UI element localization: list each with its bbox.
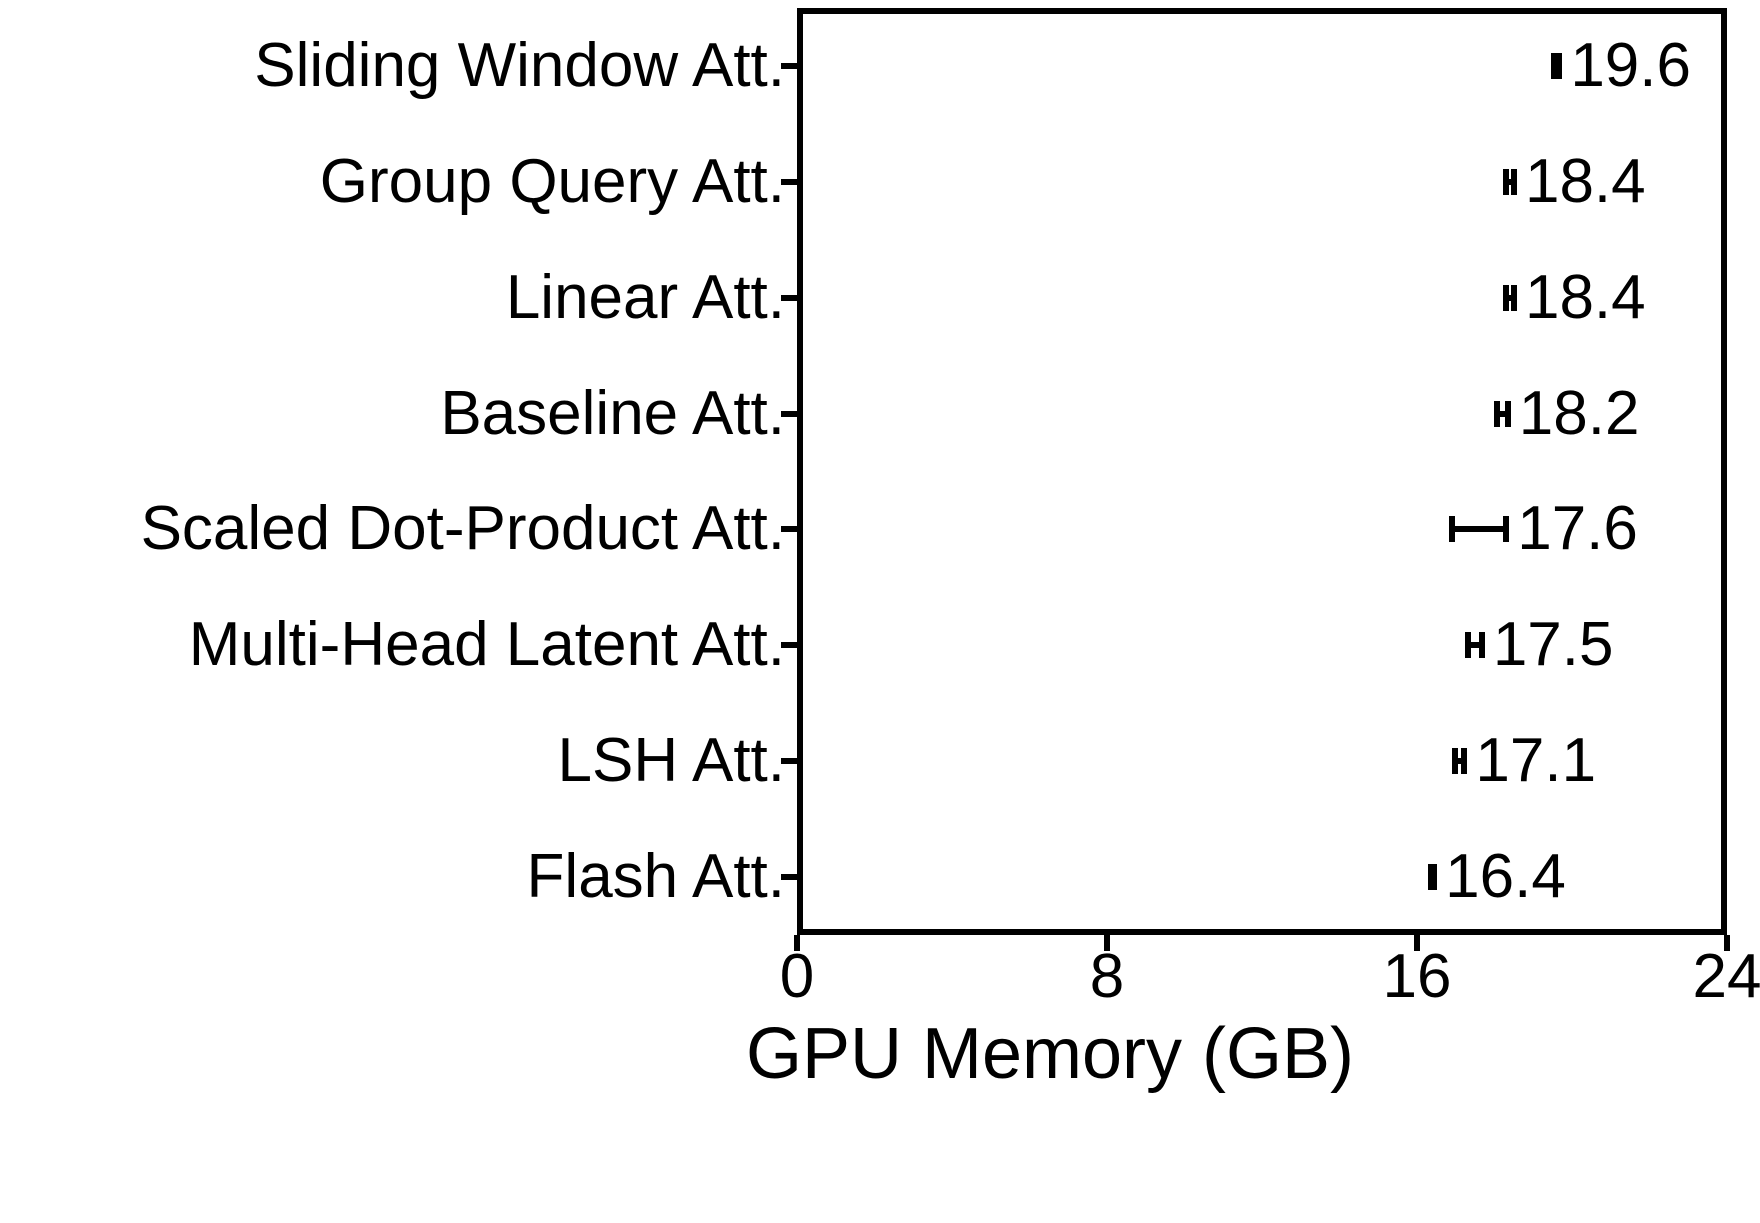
x-tick-label-3: 16 bbox=[1382, 942, 1452, 1011]
plot-area bbox=[797, 8, 1727, 935]
bar-6 bbox=[797, 608, 1475, 683]
bar-2 bbox=[797, 144, 1510, 219]
error-bar-cap-left bbox=[1503, 284, 1510, 311]
error-bar-cap-left bbox=[1465, 632, 1472, 659]
x-tick-mark-4 bbox=[1724, 935, 1730, 951]
error-bar-line bbox=[1465, 642, 1485, 649]
y-tick-mark-1 bbox=[781, 62, 797, 69]
y-tick-mark-4 bbox=[781, 410, 797, 417]
value-label-8: 16.4 bbox=[1445, 842, 1566, 912]
error-bar-2 bbox=[1503, 168, 1517, 195]
value-label-7: 17.1 bbox=[1475, 726, 1597, 796]
error-bar-cap-left bbox=[1493, 400, 1500, 427]
bar-1 bbox=[797, 28, 1557, 103]
error-bar-7 bbox=[1451, 748, 1468, 775]
error-bar-cap-right bbox=[1478, 632, 1485, 659]
error-bar-cap-right bbox=[1503, 516, 1510, 543]
y-tick-mark-3 bbox=[781, 294, 797, 301]
error-bar-cap-right bbox=[1431, 864, 1438, 891]
error-bar-line bbox=[1448, 526, 1510, 533]
x-tick-label-4: 24 bbox=[1692, 942, 1760, 1011]
category-label-6: Multi-Head Latent Att. bbox=[188, 610, 785, 680]
error-bar-line bbox=[1493, 410, 1511, 417]
error-bar-4 bbox=[1493, 400, 1511, 427]
y-tick-mark-7 bbox=[781, 758, 797, 765]
x-tick-label-2: 8 bbox=[1089, 942, 1125, 1011]
error-bar-8 bbox=[1427, 864, 1438, 891]
category-label-3: Linear Att. bbox=[505, 262, 785, 332]
error-bar-cap-right bbox=[1556, 52, 1563, 79]
error-bar-cap-left bbox=[1503, 168, 1510, 195]
category-label-8: Flash Att. bbox=[526, 842, 785, 912]
x-tick-mark-3 bbox=[1414, 935, 1420, 951]
error-bar-line bbox=[1503, 294, 1517, 301]
bar-7 bbox=[797, 724, 1460, 799]
error-bar-cap-left bbox=[1448, 516, 1455, 543]
category-label-1: Sliding Window Att. bbox=[254, 30, 785, 100]
error-bar-5 bbox=[1448, 516, 1510, 543]
x-tick-label-1: 0 bbox=[779, 942, 815, 1011]
x-tick-mark-1 bbox=[794, 935, 800, 951]
x-axis-title: GPU Memory (GB) bbox=[0, 1018, 1760, 1090]
error-bar-3 bbox=[1503, 284, 1517, 311]
error-bar-line bbox=[1503, 178, 1517, 185]
error-bar-1 bbox=[1550, 52, 1563, 79]
y-tick-mark-5 bbox=[781, 526, 797, 533]
value-label-4: 18.2 bbox=[1518, 378, 1640, 448]
x-axis-title-text: GPU Memory (GB) bbox=[745, 1014, 1355, 1094]
category-label-2: Group Query Att. bbox=[319, 146, 785, 216]
bar-3 bbox=[797, 260, 1510, 335]
bar-8 bbox=[797, 840, 1433, 915]
category-label-7: LSH Att. bbox=[557, 726, 785, 796]
value-label-3: 18.4 bbox=[1524, 262, 1646, 332]
value-label-6: 17.5 bbox=[1492, 610, 1614, 680]
error-bar-cap-left bbox=[1427, 864, 1434, 891]
category-label-4: Baseline Att. bbox=[440, 378, 785, 448]
bar-5 bbox=[797, 492, 1479, 567]
error-bar-cap-left bbox=[1550, 52, 1557, 79]
value-label-1: 19.6 bbox=[1570, 30, 1691, 100]
category-label-5: Scaled Dot-Product Att. bbox=[140, 494, 785, 564]
x-tick-mark-2 bbox=[1104, 935, 1110, 951]
value-label-2: 18.4 bbox=[1524, 146, 1646, 216]
error-bar-6 bbox=[1465, 632, 1485, 659]
bar-4 bbox=[797, 376, 1502, 451]
y-tick-mark-6 bbox=[781, 642, 797, 649]
error-bar-cap-left bbox=[1451, 748, 1458, 775]
y-tick-mark-2 bbox=[781, 178, 797, 185]
error-bar-cap-right bbox=[1504, 400, 1511, 427]
y-tick-mark-8 bbox=[781, 874, 797, 881]
error-bar-line bbox=[1451, 758, 1468, 765]
error-bar-cap-right bbox=[1510, 168, 1517, 195]
error-bar-cap-right bbox=[1461, 748, 1468, 775]
value-label-5: 17.6 bbox=[1517, 494, 1638, 564]
error-bar-cap-right bbox=[1510, 284, 1517, 311]
